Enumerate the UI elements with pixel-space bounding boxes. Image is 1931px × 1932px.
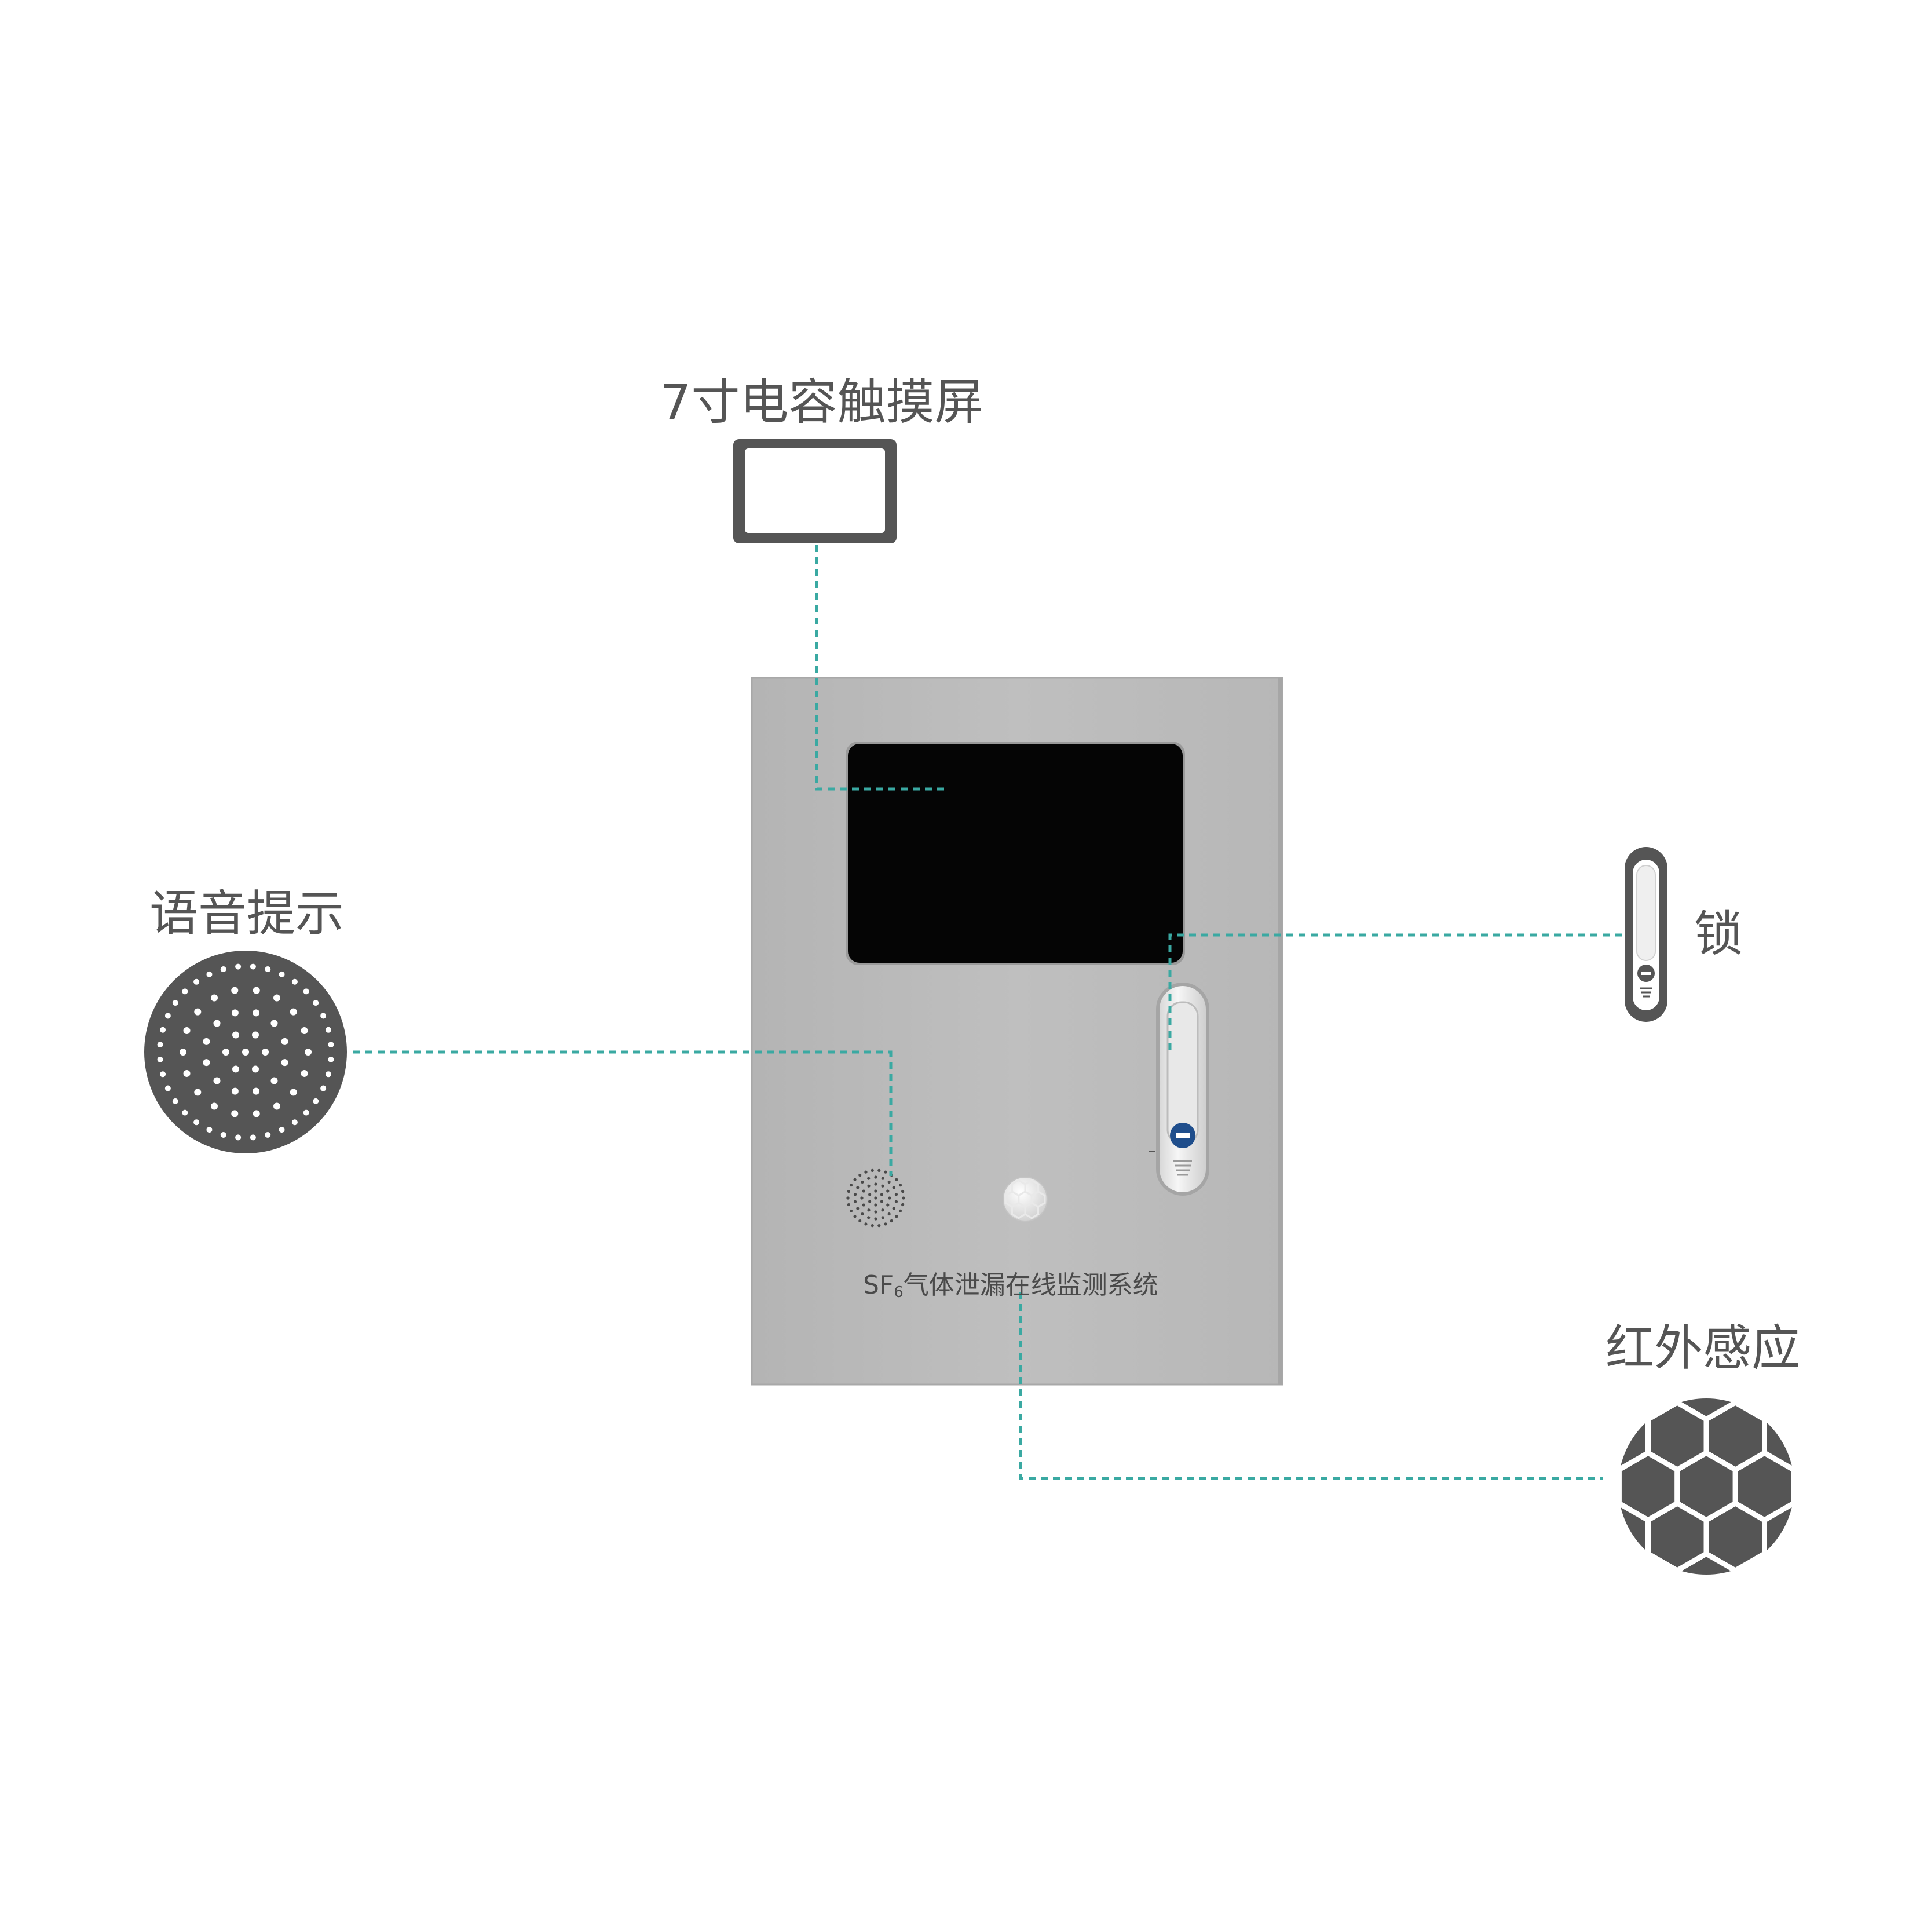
callout-label-screen: 7寸电容触摸屏 [660,374,983,430]
leader-lines [353,545,1622,1480]
speaker-grille-icon [144,951,347,1153]
leader-line-speaker [353,1050,893,1176]
callout-label-lock: 锁 [1694,905,1743,962]
device-lock-handle [1149,983,1209,1196]
infrared-sensor-icon [1616,1396,1797,1577]
device-speaker-grille [846,1168,905,1228]
caption-sf: SF [863,1270,894,1300]
callout-label-infrared: 红外感应 [1605,1320,1801,1376]
touchscreen-icon [733,439,897,543]
caption-text: 气体泄漏在线监测系统 [903,1270,1158,1300]
callout-label-speaker: 语音提示 [149,885,345,942]
leader-line-lock [1168,933,1622,1054]
leader-line-screen [815,545,945,791]
caption-subscript: 6 [894,1284,904,1301]
leader-line-infrared [1019,1292,1603,1480]
device-touchscreen [846,742,1185,965]
lock-handle-icon [1625,847,1667,1022]
panel-caption: SF6气体泄漏在线监测系统 [863,1270,1158,1301]
